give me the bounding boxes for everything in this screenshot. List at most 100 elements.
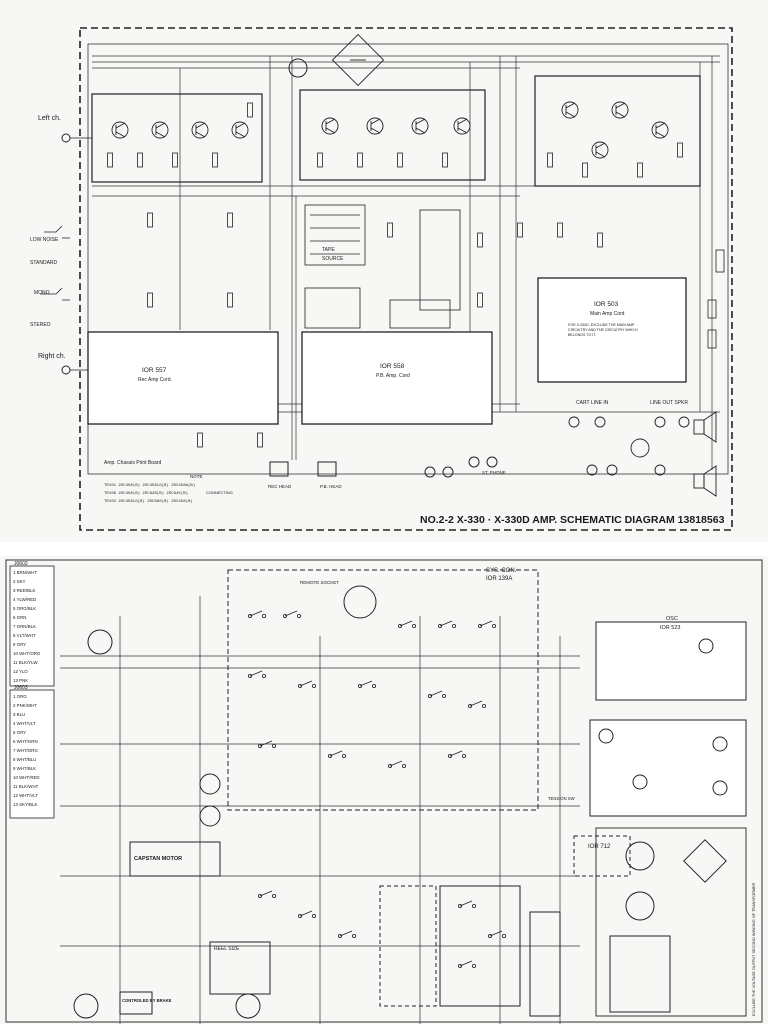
contact-icon: [311, 913, 316, 918]
wire-entry: 6 WHT/GRN: [13, 739, 38, 744]
transistor-icon: [591, 141, 609, 159]
main-amp-block: [534, 75, 701, 187]
output-jacks: [568, 411, 717, 497]
wire-entry: 2 PNK/WHT: [13, 703, 37, 708]
resistor-icon: [147, 292, 153, 308]
relay-icon: [598, 728, 614, 744]
wire-entry: 3 RED/BLK: [13, 588, 36, 593]
left-ch-label: Left ch.: [38, 115, 61, 122]
board-ior712: [573, 835, 631, 877]
transistor-icon: [151, 121, 169, 139]
contact-icon: [282, 614, 287, 619]
contact-icon: [261, 614, 266, 619]
connector-block: [529, 911, 561, 1017]
wire-entry: 12 YLO: [13, 669, 28, 674]
transistor-symbols: [111, 101, 669, 159]
wire-entry: 12 WHT/VLT: [13, 793, 38, 798]
resistor-icon: [582, 162, 588, 178]
wire-entry: 8 WHT/BLU: [13, 757, 36, 762]
mono-switch: [40, 287, 70, 301]
wire-entry: 11 BLK/WHT: [13, 784, 39, 789]
wire-entry: 3 BLU: [13, 712, 25, 717]
rectifier-bridge: [331, 33, 385, 87]
board-ior139a: [227, 569, 539, 811]
chassis-board-label: Amp. Chassis Print Board: [104, 460, 161, 466]
contact-icon: [351, 933, 356, 938]
contact-icon: [257, 893, 262, 898]
transistor-icon: [191, 121, 209, 139]
power-socket-icon: [625, 891, 655, 921]
contact-icon: [337, 933, 342, 938]
resistor-icon: [147, 212, 153, 228]
wire-entry: 10 WHT/ORG: [13, 651, 41, 656]
wire-entry: 11 BLK/YLW: [13, 660, 38, 665]
note-heading: NOTE: [190, 474, 203, 479]
contact-icon: [471, 903, 476, 908]
right-ch-label: Right ch.: [38, 353, 66, 360]
reel-motor-icon: [87, 629, 113, 655]
contact-icon: [467, 703, 472, 708]
osc-transformer-icon: [698, 638, 714, 654]
contact-icon: [341, 753, 346, 758]
resistor-icon: [212, 152, 218, 168]
contact-icon: [371, 683, 376, 688]
board-ior503-note-3: BELONGS TO IT.: [568, 333, 596, 337]
reel-motor-icon: [199, 805, 221, 827]
line-out-label: LINE OUT SPKR: [650, 400, 688, 406]
contact-icon: [451, 624, 456, 629]
sys-con-board: IOR 139A: [486, 576, 512, 582]
resistor-icon: [557, 222, 563, 238]
mono-label: MONO: [34, 290, 50, 296]
board-ior503: [537, 277, 687, 383]
contact-icon: [401, 763, 406, 768]
resistor-icon: [257, 432, 263, 448]
contact-icon: [471, 963, 476, 968]
j0603-label: J0603: [14, 685, 28, 691]
power-section: [595, 827, 747, 1017]
lamp-icon: [288, 58, 308, 78]
wire-entry: 7 GRN/BLK: [13, 624, 36, 629]
contact-icon: [487, 933, 492, 938]
reel-motor-icon: [73, 993, 99, 1019]
reel-size-switch: [209, 941, 271, 995]
wire-entry: 5 ORG/BLK: [13, 606, 36, 611]
contact-icon: [257, 743, 262, 748]
contact-icon: [247, 674, 252, 679]
right-input-jack: [61, 365, 71, 375]
resistor-icon: [227, 292, 233, 308]
j0602-label: J0602: [14, 561, 28, 567]
switch-bank: [304, 204, 461, 329]
phone-label: ST. PHONE: [482, 470, 506, 475]
board-ior503-note-1: FOR X-330D, EXCLUDE THE MAIN AMP: [568, 323, 635, 327]
resistor-icon: [317, 152, 323, 168]
board-ior503-sub: Main Amp Cord: [590, 311, 625, 317]
transistor-icon: [561, 101, 579, 119]
board-ior712-label: IOR 712: [588, 844, 611, 850]
wire-entry: 6 GRN: [13, 615, 26, 620]
board-ior557-sub: Rec Amp Cord.: [138, 377, 172, 383]
relay-icon: [712, 780, 728, 796]
resistor-icon: [547, 152, 553, 168]
wire-entry: 1 ORG: [13, 694, 27, 699]
chassis-border: [79, 27, 733, 531]
pb-preamp-block: [299, 89, 486, 181]
wire-table-j0602: [9, 565, 55, 687]
wire-entry: 10 WHT/RED: [13, 775, 40, 780]
amp-schematic-drawing: Left ch. Right ch. LOW NOISE STANDARD MO…: [30, 27, 733, 531]
reel-motor-icon: [199, 773, 221, 795]
resistor-icon: [357, 152, 363, 168]
brake-box: [119, 991, 153, 1015]
bridge-rectifier-icon: [683, 839, 727, 883]
connector-block: [439, 885, 521, 1007]
resistor-icon: [677, 142, 683, 158]
inner-frame: [87, 43, 729, 475]
resistor-icon: [477, 292, 483, 308]
sys-con-label: SYS. CON.: [486, 568, 517, 574]
wire-entry: 5 GRY: [13, 730, 26, 735]
wire-entry: 1 BRN/WHT: [13, 570, 37, 575]
contact-icon: [457, 963, 462, 968]
